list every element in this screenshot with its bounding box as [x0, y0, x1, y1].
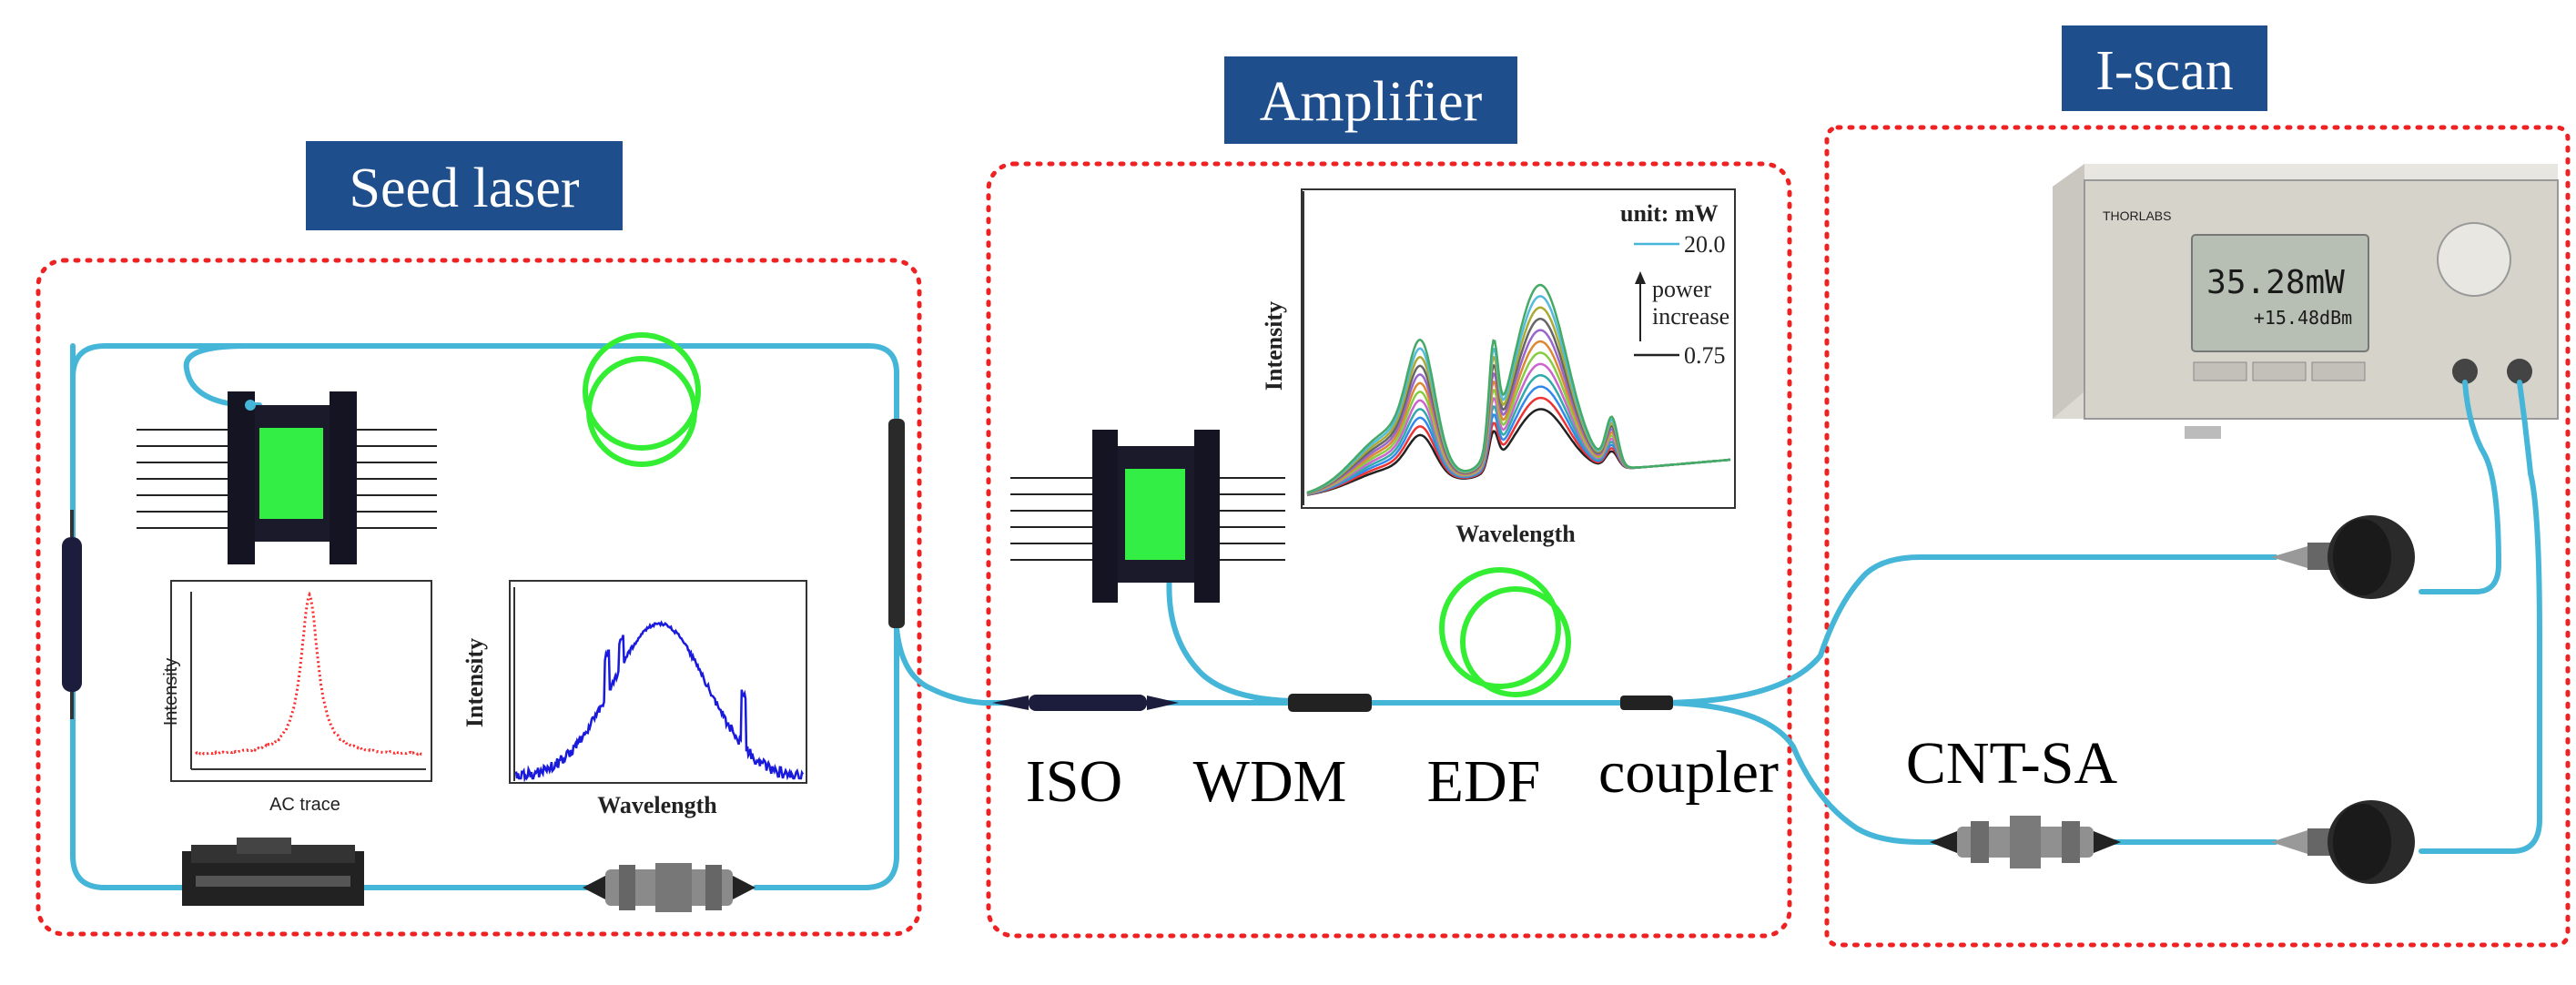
amp-spectrum-xlabel: Wavelength [1455, 521, 1576, 547]
seed-laser-title: Seed laser [306, 141, 623, 230]
amplifier-title: Amplifier [1224, 56, 1517, 144]
amp-legend-arrow-text-1: power [1652, 276, 1711, 302]
seed-laser-title-text: Seed laser [349, 157, 579, 219]
amplifier-isolator [992, 695, 1179, 711]
detector-head-upper [2271, 515, 2415, 599]
power-meter-display: 35.28mW +15.48dBm [2192, 235, 2368, 351]
seed-polarization-controller [182, 838, 364, 906]
amplifier-wdm [1288, 694, 1372, 712]
seed-output-coupler [62, 510, 82, 719]
amplifier-pump-window [1125, 469, 1185, 560]
edf-coil [1442, 570, 1568, 695]
amp-legend-max: 20.0 [1684, 231, 1726, 258]
power-meter: THORLABS 35.28mW +15.48dBm [2053, 164, 2558, 439]
amp-spectrum-inset: Intensity Wavelength unit: mW 20.0 power… [1261, 189, 1735, 547]
cnt-sa-connector [1930, 816, 2121, 868]
seed-spectrum-inset: Intensity Wavelength [461, 581, 806, 818]
power-meter-knob [2438, 223, 2510, 296]
amp-legend-arrow-text-2: increase [1652, 303, 1729, 330]
power-meter-brand: THORLABS [2103, 208, 2171, 223]
ac-trace-ylabel: Intensity [161, 658, 181, 726]
amplifier-coupler [1620, 696, 1673, 710]
ac-trace-inset: Intensity AC trace [161, 581, 431, 815]
seed-isolator [583, 863, 756, 912]
amp-legend-unit: unit: mW [1620, 200, 1719, 227]
cnt-sa-label: CNT-SA [1906, 730, 2118, 797]
seed-spectrum-xlabel: Wavelength [597, 792, 717, 818]
iscan-title: I-scan [2062, 25, 2267, 111]
power-meter-softkeys [2194, 362, 2365, 381]
seed-spectrum-ylabel: Intensity [461, 638, 488, 727]
power-meter-reading-main: 35.28mW [2206, 264, 2345, 301]
seed-pump-window [259, 428, 323, 519]
amplifier-title-text: Amplifier [1260, 71, 1483, 133]
seed-wdm-component [888, 419, 905, 628]
iso-label: ISO [1026, 748, 1122, 815]
detector-head-lower [2271, 800, 2415, 884]
seed-fiber-coil [585, 335, 698, 464]
seed-pump-laser [137, 391, 437, 564]
detector-cables [2421, 382, 2540, 851]
iscan-title-text: I-scan [2095, 40, 2233, 102]
coupler-label: coupler [1598, 739, 1779, 806]
amplifier-pump-laser [1010, 430, 1285, 603]
amp-spectrum-ylabel: Intensity [1261, 301, 1287, 391]
wdm-label: WDM [1193, 748, 1347, 815]
ac-trace-xlabel: AC trace [269, 795, 340, 815]
amp-legend-min: 0.75 [1684, 342, 1726, 369]
edf-label: EDF [1427, 748, 1541, 815]
power-meter-reading-sub: +15.48dBm [2254, 307, 2352, 329]
